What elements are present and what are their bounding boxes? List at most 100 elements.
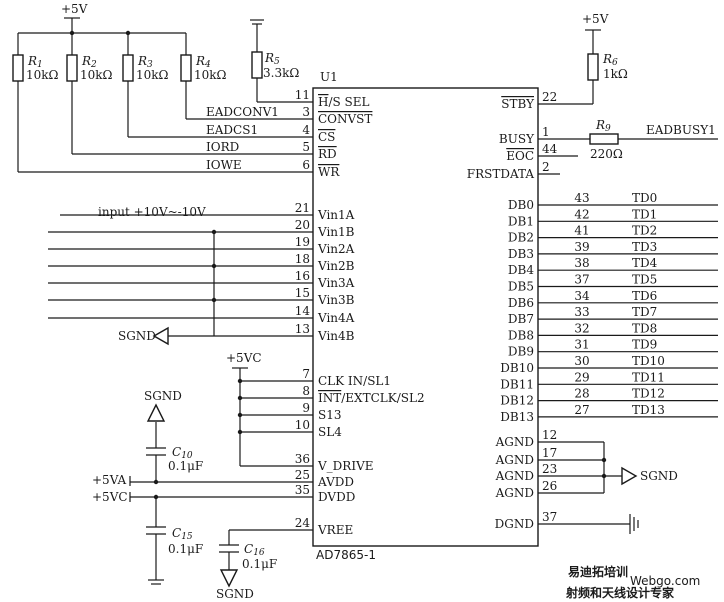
- chip-body: [312, 87, 539, 547]
- r1-ref: R1: [27, 54, 43, 70]
- pin-label: Vin3A: [317, 276, 355, 290]
- bus-pin-label: DB0: [508, 198, 534, 212]
- bus-net-label: TD12: [632, 387, 665, 401]
- resistor-r1: [12, 33, 24, 172]
- bus-pin-label: DB8: [508, 328, 534, 342]
- pin-label: Vin1B: [317, 225, 355, 239]
- pin-number: 22: [542, 90, 557, 104]
- bus-net-label: TD3: [632, 240, 657, 254]
- pin-number: 2: [542, 160, 550, 174]
- bus-pin-label: DB5: [508, 280, 534, 294]
- pin-number: 18: [295, 252, 310, 266]
- bus-net-label: TD2: [632, 224, 657, 238]
- pin-number: 12: [542, 428, 557, 442]
- net-input-range: input +10V~-10V: [98, 205, 206, 219]
- sgnd-cap-top-symbol: [146, 403, 166, 422]
- pin-label: EOC: [506, 149, 534, 163]
- r5-ref: R5: [264, 51, 280, 67]
- pin-number: 14: [295, 304, 311, 318]
- bus-pin-number: 34: [574, 289, 590, 303]
- sgnd-cap-top-label: SGND: [144, 389, 182, 403]
- r9-ref: R9: [595, 118, 611, 134]
- bus-pin-label: DB9: [508, 345, 534, 359]
- bus-pin-number: 33: [574, 305, 589, 319]
- resistor-r6: [538, 30, 599, 105]
- bus-net-label: TD0: [632, 191, 657, 205]
- sgnd-vin-label: SGND: [118, 329, 156, 343]
- pin-label: CS: [318, 130, 335, 144]
- pin-label: WR: [318, 165, 340, 179]
- bus-pin-label: DB10: [500, 361, 534, 375]
- pin-label: Vin2B: [317, 259, 355, 273]
- c16-ref: C16: [244, 542, 265, 558]
- pin-number: 6: [302, 158, 310, 172]
- c15-ref: C15: [172, 526, 193, 542]
- pin-number: 25: [295, 468, 310, 482]
- pin-label: RD: [318, 147, 337, 161]
- r1-value: 10kΩ: [26, 68, 59, 82]
- pin-number: 17: [542, 446, 557, 460]
- pin-number: 26: [542, 479, 557, 493]
- c15-value: 0.1μF: [168, 542, 203, 556]
- pin-label: CLK IN/SL1: [318, 374, 391, 388]
- sgnd-agnd-symbol: [621, 466, 638, 486]
- chip-part-number: AD7865-1: [316, 548, 376, 562]
- r2-ref: R2: [81, 54, 97, 70]
- resistor-r4: [180, 33, 192, 119]
- pin-number: 35: [295, 483, 310, 497]
- pin-number: 3: [302, 105, 310, 119]
- bus-pin-number: 41: [574, 224, 589, 238]
- net-eadconv: EADCONV1: [206, 105, 279, 119]
- bus-net-label: TD1: [632, 207, 657, 221]
- vcc-label-left: +5V: [61, 2, 88, 16]
- bus-net-label: TD4: [632, 256, 658, 270]
- c10-value: 0.1μF: [168, 459, 203, 473]
- pin-number: 15: [295, 286, 310, 300]
- bus-net-label: TD5: [632, 273, 657, 287]
- vcc-label-right: +5V: [582, 12, 609, 26]
- sgnd-cap-bottom-label: SGND: [216, 587, 254, 601]
- watermark-main: 易迪拓培训: [568, 564, 628, 579]
- pin-label: FRSTDATA: [467, 167, 535, 181]
- r5-value: 3.3kΩ: [263, 66, 299, 80]
- pin-number: 11: [295, 88, 310, 102]
- bus-pin-label: DB1: [508, 214, 534, 228]
- bus-net-label: TD10: [632, 354, 665, 368]
- bus-pin-number: 31: [574, 338, 589, 352]
- sgnd-vin-symbol: [152, 326, 169, 346]
- net-iowe: IOWE: [206, 158, 242, 172]
- pin-number: 16: [295, 269, 310, 283]
- pin-number: 44: [542, 142, 558, 156]
- capacitor-c10: [146, 422, 166, 482]
- bus-pin-number: 38: [574, 256, 589, 270]
- bus-net-label: TD8: [632, 321, 657, 335]
- pin-label: Vin1A: [317, 208, 355, 222]
- watermark-small: Webgo.com: [630, 574, 700, 588]
- chip-designator: U1: [320, 70, 338, 84]
